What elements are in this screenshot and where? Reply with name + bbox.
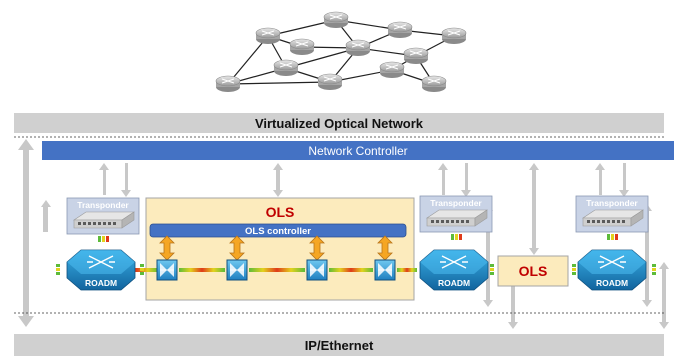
port-stubs	[56, 234, 656, 275]
roadm-right: ROADM	[577, 249, 647, 291]
middle-ols-label: OLS	[519, 263, 548, 279]
router-icon	[273, 59, 299, 77]
router-icon	[387, 21, 413, 39]
roadm-label: ROADM	[85, 278, 117, 288]
ip-arrows	[41, 200, 669, 329]
router-icon	[379, 61, 405, 79]
wss-icon	[374, 259, 396, 281]
transponder-right: Transponder	[575, 195, 649, 233]
mesh-network	[215, 11, 467, 93]
transponder-left: Transponder	[66, 197, 140, 235]
router-icon	[323, 11, 349, 29]
wss-icon	[156, 259, 178, 281]
router-icon	[403, 47, 429, 65]
ols-controller-bar	[149, 223, 407, 238]
transponder-icon	[426, 209, 488, 227]
fiber-link	[114, 268, 159, 272]
router-icon	[441, 27, 467, 45]
fiber-link	[329, 268, 373, 272]
fiber-link	[249, 268, 305, 272]
ols-controller-label: OLS controller	[245, 226, 311, 237]
ols-box	[145, 197, 415, 301]
controller-arrows	[99, 163, 629, 255]
router-icon	[317, 73, 343, 91]
roadm-left: ROADM	[66, 249, 136, 291]
roadm-middle: ROADM	[419, 249, 489, 291]
ip-ethernet-band	[14, 334, 664, 356]
transponder-icon	[582, 209, 644, 227]
network-controller-label: Network Controller	[308, 144, 407, 158]
roadm-label: ROADM	[438, 278, 470, 288]
transponder-middle: Transponder	[419, 195, 493, 233]
network-controller-bar	[42, 141, 674, 160]
middle-ols-box	[497, 255, 569, 287]
roadm-label: ROADM	[596, 278, 628, 288]
ip-ethernet-label: IP/Ethernet	[305, 338, 374, 353]
wss-icon	[226, 259, 248, 281]
transponder-label: Transponder	[586, 198, 638, 208]
fiber-link	[179, 268, 225, 272]
virtualized-network-label: Virtualized Optical Network	[255, 116, 424, 131]
router-icon	[345, 39, 371, 57]
transponder-label: Transponder	[77, 200, 129, 210]
left-vertical-arrow	[18, 139, 34, 327]
virtualized-network-band	[14, 113, 664, 133]
wss-icon	[306, 259, 328, 281]
router-icon	[421, 75, 447, 93]
transponder-icon	[73, 211, 135, 229]
router-icon	[255, 27, 281, 45]
router-icon	[289, 38, 315, 56]
fiber-link	[397, 268, 417, 272]
router-icon	[215, 75, 241, 93]
ols-title: OLS	[266, 204, 295, 220]
transponder-label: Transponder	[430, 198, 482, 208]
